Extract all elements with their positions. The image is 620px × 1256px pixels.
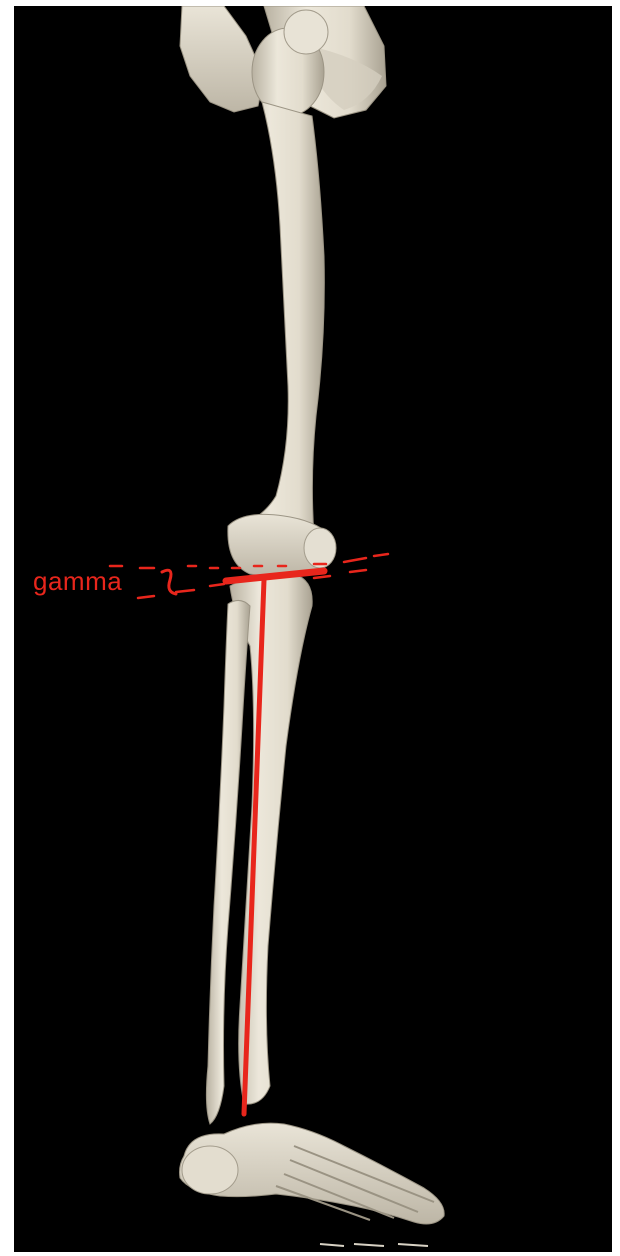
figure-canvas bbox=[14, 6, 612, 1252]
foot bbox=[180, 1123, 445, 1246]
tibial-plateau-line bbox=[226, 571, 324, 581]
angle-arc bbox=[162, 570, 176, 594]
leg-skeleton-illustration bbox=[14, 6, 612, 1252]
gamma-label: gamma bbox=[33, 566, 122, 596]
